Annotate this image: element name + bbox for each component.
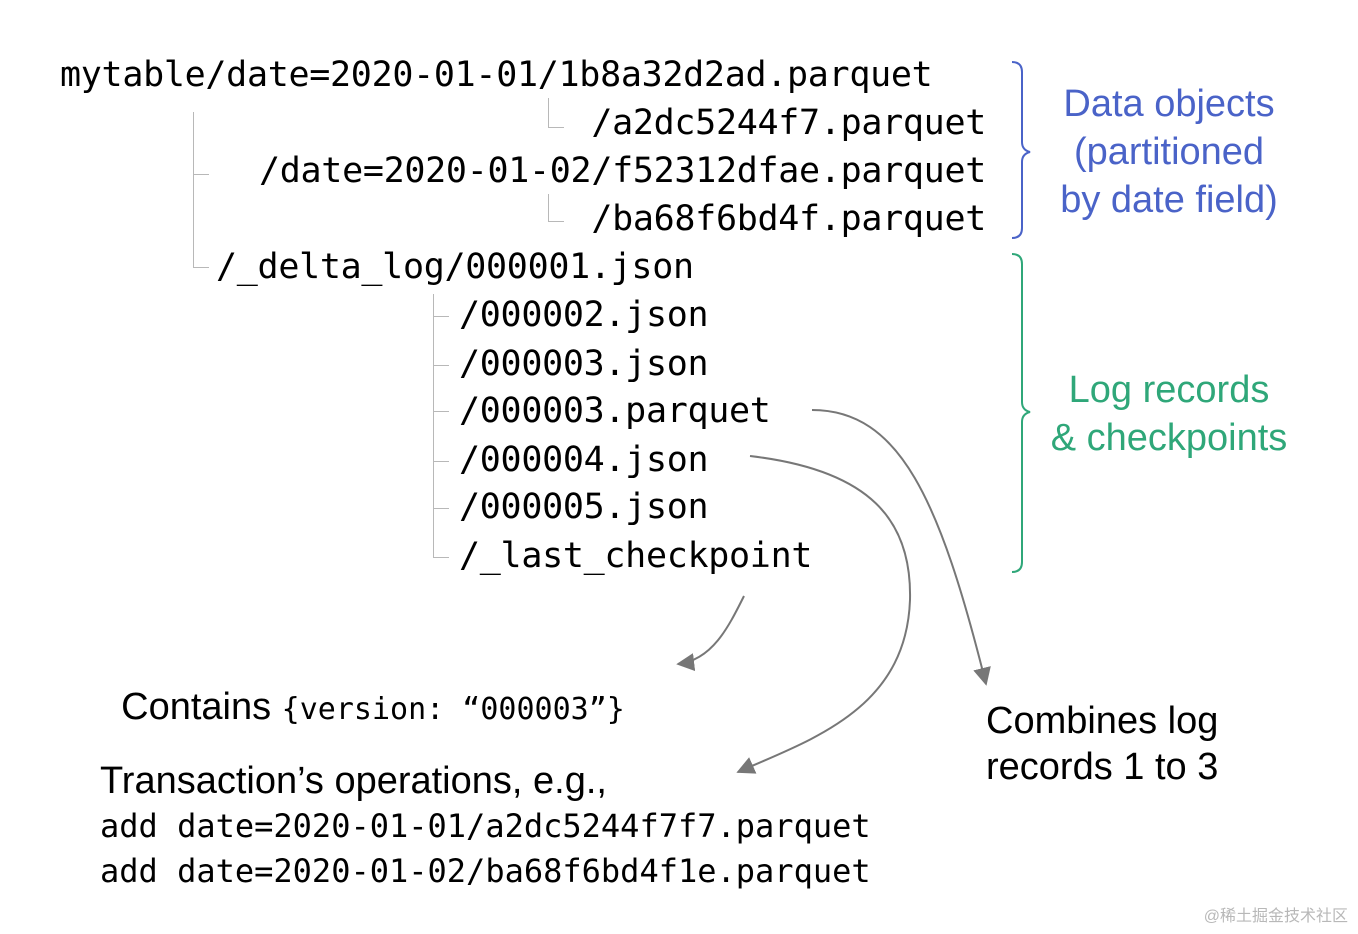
transaction-op: add date=2020-01-01/a2dc5244f7f7.parquet — [100, 807, 871, 845]
data-objects-label-line: Data objects — [1063, 83, 1275, 125]
combines-note-line: records 1 to 3 — [986, 746, 1219, 788]
data-objects-label-line: by date field) — [1060, 179, 1278, 221]
log-entry: /000003.parquet — [459, 391, 771, 431]
combines-note-line: Combines log — [986, 700, 1219, 742]
tree-connector-log-6 — [433, 557, 449, 558]
path-delta-log: /_delta_log/000001.json — [216, 247, 694, 287]
transaction-title: Transaction’s operations, e.g., — [100, 760, 607, 802]
contains-note: Contains {version: “000003”} — [100, 650, 625, 726]
transaction-op: add date=2020-01-02/ba68f6bd4f1e.parquet — [100, 852, 871, 890]
tree-connector-date1-horizontal — [548, 127, 564, 128]
data-objects-label-line: (partitioned — [1073, 131, 1265, 173]
arrow-parquet-to-combines — [811, 409, 991, 686]
path-date-2020-01-02: /date=2020-01-02/f52312dfae.parquet — [258, 151, 986, 191]
combines-note: Combines log records 1 to 3 — [986, 698, 1218, 790]
data-objects-brace — [1011, 61, 1031, 239]
log-records-brace — [1011, 253, 1031, 573]
tree-connector-root-date2 — [193, 174, 209, 175]
path-file-ba68: /ba68f6bd4f.parquet — [591, 199, 986, 239]
tree-connector-log-3 — [433, 411, 449, 412]
tree-connector-log-1 — [433, 316, 449, 317]
log-records-label-line: & checkpoints — [1050, 417, 1288, 459]
tree-connector-log-2 — [433, 365, 449, 366]
tree-connector-root-deltalog — [193, 267, 209, 268]
log-entry: /000002.json — [459, 295, 709, 335]
log-records-label-line: Log records — [1068, 369, 1270, 411]
contains-prefix: Contains — [121, 686, 282, 728]
log-records-label: Log records & checkpoints — [1044, 366, 1294, 462]
tree-connector-root-vertical — [193, 112, 194, 268]
tree-connector-log-vertical — [433, 294, 434, 558]
log-entry: /000005.json — [459, 487, 709, 527]
arrow-json4-to-transaction — [736, 455, 912, 774]
log-entry: /_last_checkpoint — [459, 536, 813, 576]
tree-connector-log-5 — [433, 508, 449, 509]
log-entry: /000003.json — [459, 344, 709, 384]
tree-connector-date2-horizontal — [548, 221, 564, 222]
arrow-checkpoint-to-contains — [676, 595, 745, 672]
tree-connector-date2-vertical — [548, 194, 549, 222]
data-objects-label: Data objects (partitioned by date field) — [1054, 80, 1284, 224]
path-file-a2dc: /a2dc5244f7.parquet — [591, 103, 986, 143]
watermark: @稀土掘金技术社区 — [1203, 908, 1348, 925]
tree-connector-date1-vertical — [548, 98, 549, 128]
log-entry: /000004.json — [459, 440, 709, 480]
tree-connector-log-4 — [433, 461, 449, 462]
path-root: mytable/date=2020-01-01/1b8a32d2ad.parqu… — [60, 55, 933, 95]
contains-code: {version: “000003”} — [281, 692, 625, 727]
